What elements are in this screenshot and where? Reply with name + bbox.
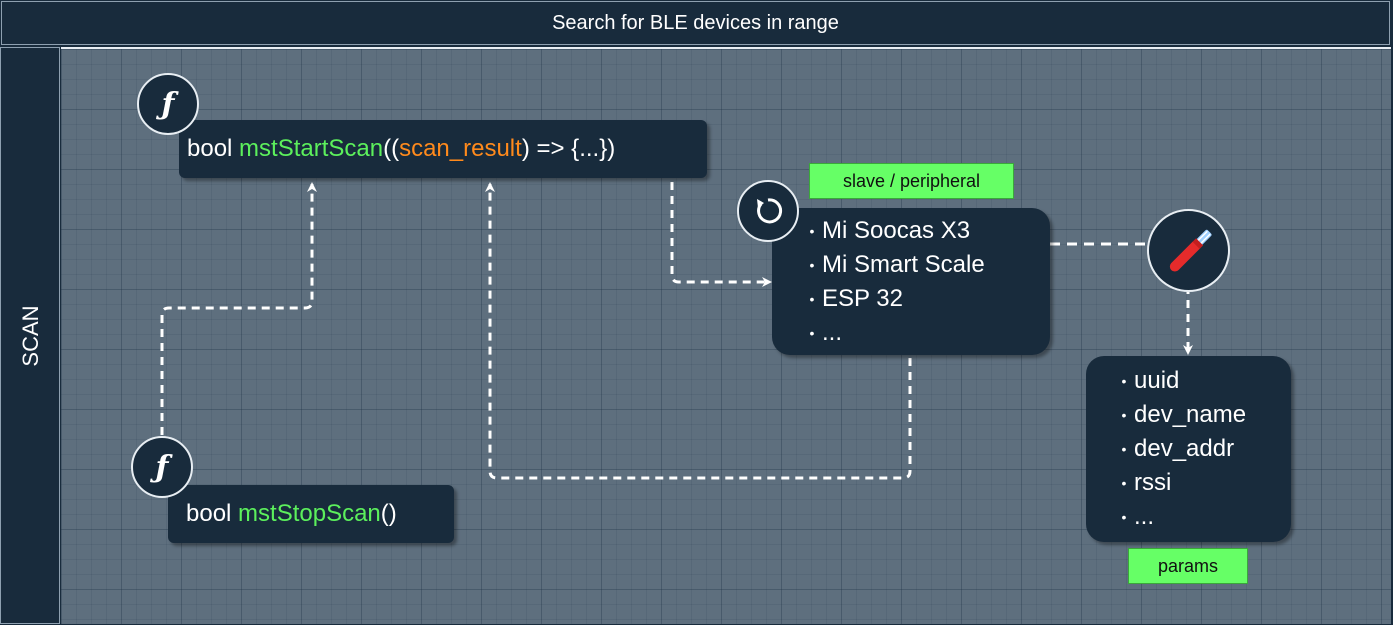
stop-scan-function-name: mstStopScan bbox=[238, 500, 381, 527]
param-name: ... bbox=[1134, 503, 1155, 530]
slave-peripheral-tag: slave / peripheral bbox=[809, 163, 1014, 199]
param-name: uuid bbox=[1134, 367, 1180, 394]
list-item: •dev_name bbox=[1121, 401, 1247, 428]
list-item: •... bbox=[809, 319, 843, 346]
devices-list-node: •Mi Soocas X3 •Mi Smart Scale •ESP 32 •.… bbox=[772, 208, 1050, 355]
stop-scan-return-type: bool bbox=[186, 500, 239, 527]
device-name: Mi Soocas X3 bbox=[822, 217, 971, 244]
start-scan-param: scan_result bbox=[399, 135, 522, 162]
start-scan-function-name: mstStartScan bbox=[239, 135, 384, 162]
param-name: dev_addr bbox=[1134, 435, 1235, 462]
start-scan-node: bool mstStartScan((scan_result) => {...}… bbox=[179, 120, 707, 178]
refresh-loop-icon bbox=[737, 180, 799, 242]
function-f-icon: ƒ bbox=[131, 436, 193, 498]
connector-start-to-devices bbox=[670, 182, 772, 287]
list-item: •dev_addr bbox=[1121, 435, 1235, 462]
list-item: •Mi Soocas X3 bbox=[809, 217, 971, 244]
connector-devices-loop bbox=[485, 182, 912, 480]
start-scan-open-paren: (( bbox=[383, 135, 400, 162]
params-tag: params bbox=[1128, 548, 1248, 584]
param-name: dev_name bbox=[1134, 401, 1247, 428]
list-item: •uuid bbox=[1121, 367, 1180, 394]
list-item: •Mi Smart Scale bbox=[809, 251, 985, 278]
device-name: ... bbox=[822, 319, 843, 346]
device-name: Mi Smart Scale bbox=[822, 251, 985, 278]
start-scan-close: ) => {...}) bbox=[521, 135, 616, 162]
list-item: •... bbox=[1121, 503, 1155, 530]
param-name: rssi bbox=[1134, 469, 1172, 496]
diagram-title: Search for BLE devices in range bbox=[1, 1, 1390, 45]
connector-stop-to-start bbox=[160, 182, 317, 435]
function-f-icon: ƒ bbox=[137, 73, 199, 135]
list-item: •ESP 32 bbox=[809, 285, 903, 312]
device-name: ESP 32 bbox=[822, 285, 903, 312]
swimlane-header: SCAN bbox=[0, 47, 60, 624]
stop-scan-close: () bbox=[380, 500, 397, 527]
start-scan-return-type: bool bbox=[187, 135, 240, 162]
list-item: •rssi bbox=[1121, 469, 1172, 496]
toothbrush-icon bbox=[1147, 209, 1230, 292]
stop-scan-node: bool mstStopScan() bbox=[168, 485, 454, 543]
toothbrush-glyph bbox=[1169, 229, 1212, 272]
params-list-node: •uuid •dev_name •dev_addr •rssi •... bbox=[1086, 356, 1291, 542]
refresh-loop-glyph bbox=[757, 198, 783, 224]
